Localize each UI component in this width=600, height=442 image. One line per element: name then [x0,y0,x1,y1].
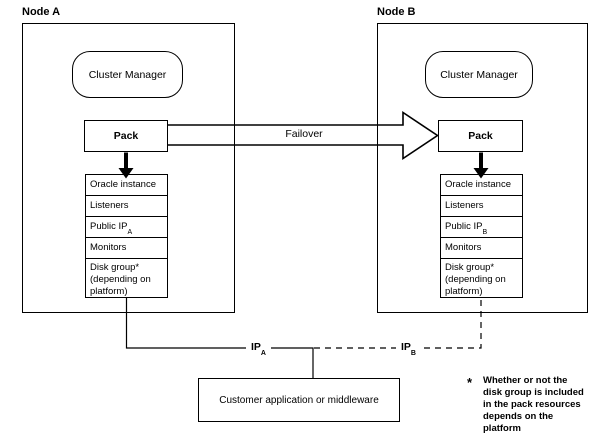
list-item: Public IPB [441,217,522,238]
list-item: Monitors [86,238,167,259]
node-a-cluster-manager-label: Cluster Manager [88,68,167,81]
node-a-pack-label: Pack [113,130,139,142]
ip-a-label: IPA [246,341,271,357]
node-b-cluster-manager-label: Cluster Manager [440,68,518,81]
node-b-title: Node B [377,6,416,18]
footnote-asterisk: * [467,375,473,390]
node-b-pack-resources-list: Oracle instance Listeners Public IPB Mon… [440,174,523,298]
list-item: Disk group* (depending on platform) [90,262,151,297]
node-b-pack-label: Pack [468,130,493,142]
node-a-pack: Pack [84,120,168,152]
node-a-cluster-manager: Cluster Manager [72,51,183,98]
list-item: Oracle instance [441,175,522,196]
node-b-cluster-manager: Cluster Manager [425,51,533,98]
list-item: Disk group* (depending on platform) [445,262,506,297]
node-b-pack: Pack [438,120,523,152]
list-item: Monitors [441,238,522,259]
customer-application-box: Customer application or middleware [198,378,400,422]
footnote-text: Whether or not the disk group is include… [483,375,584,434]
customer-application-label: Customer application or middleware [219,394,379,406]
list-item: Oracle instance [86,175,167,196]
list-item: Listeners [86,196,167,217]
node-b-box [377,23,588,313]
list-item: Listeners [441,196,522,217]
node-a-pack-resources-list: Oracle instance Listeners Public IPA Mon… [85,174,168,298]
list-item: Public IPA [86,217,167,238]
node-a-title: Node A [22,6,61,18]
failover-label: Failover [285,128,323,140]
ip-b-label: IPB [396,341,421,357]
